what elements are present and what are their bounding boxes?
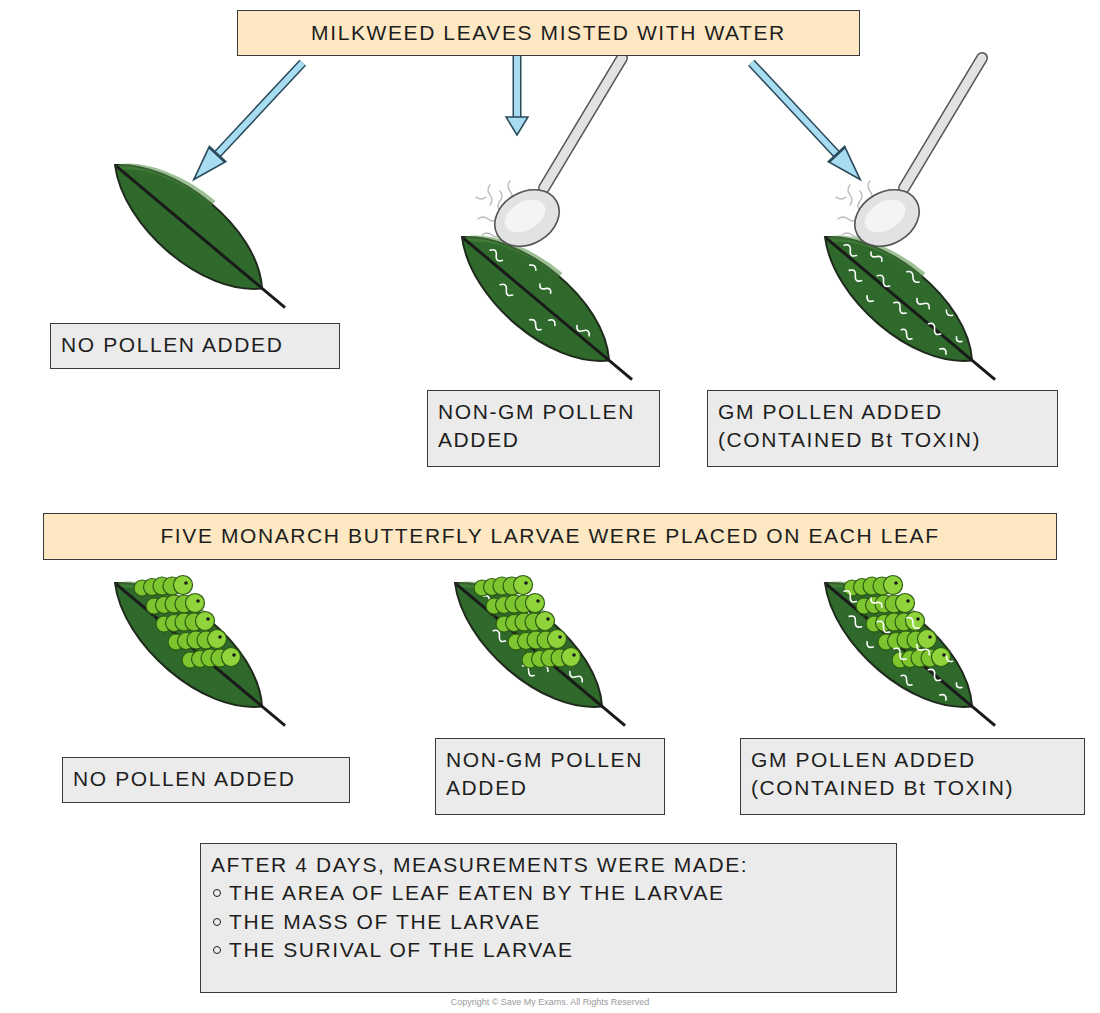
list-item: THE MASS OF THE LARVAE [229, 910, 541, 933]
pollen [471, 238, 602, 358]
condition-box: NO POLLEN ADDED [62, 757, 350, 803]
list-item: THE SURIVAL OF THE LARVAE [229, 938, 574, 961]
box-text: NON-GM POLLEN ADDED [438, 398, 649, 455]
leaf [804, 211, 1017, 404]
pollen [825, 574, 976, 712]
results-box: AFTER 4 DAYS, MEASUREMENTS WERE MADE:THE… [200, 843, 897, 993]
results-heading: AFTER 4 DAYS, MEASUREMENTS WERE MADE: [211, 851, 886, 879]
bullet [213, 946, 221, 954]
list-row: THE AREA OF LEAF EATEN BY THE LARVAE [211, 879, 886, 907]
larvae [474, 576, 581, 672]
box-text: FIVE MONARCH BUTTERFLY LARVAE WERE PLACE… [58, 522, 1042, 550]
larvae [134, 576, 241, 672]
condition-box: GM POLLEN ADDED (CONTAINED Bt TOXIN) [740, 738, 1085, 815]
leaf [441, 211, 654, 404]
box-text: NO POLLEN ADDED [73, 765, 339, 793]
box-text: GM POLLEN ADDED (CONTAINED Bt TOXIN) [751, 746, 1074, 803]
list-row: THE SURIVAL OF THE LARVAE [211, 936, 886, 964]
box-text: GM POLLEN ADDED (CONTAINED Bt TOXIN) [718, 398, 1047, 455]
pollen [825, 228, 976, 366]
box-text: NON-GM POLLEN ADDED [446, 746, 654, 803]
arrow [743, 55, 868, 187]
condition-box: NO POLLEN ADDED [50, 323, 340, 369]
box-text: NO POLLEN ADDED [61, 331, 329, 359]
arrow [506, 51, 528, 135]
spoon [485, 58, 622, 258]
list-item: THE AREA OF LEAF EATEN BY THE LARVAE [229, 881, 725, 904]
larvae [844, 576, 951, 672]
leaf [434, 557, 647, 750]
condition-box: NON-GM POLLEN ADDED [427, 390, 660, 467]
spoon [845, 58, 982, 258]
list-row: THE MASS OF THE LARVAE [211, 908, 886, 936]
leaf [804, 557, 1017, 750]
box-text: MILKWEED LEAVES MISTED WITH WATER [252, 19, 845, 47]
step-band: MILKWEED LEAVES MISTED WITH WATER [237, 10, 860, 56]
bullet [213, 889, 221, 897]
arrow [186, 55, 311, 187]
leaf [94, 557, 307, 750]
bullet [213, 918, 221, 926]
condition-box: NON-GM POLLEN ADDED [435, 738, 665, 815]
step-band: FIVE MONARCH BUTTERFLY LARVAE WERE PLACE… [43, 513, 1057, 560]
leaf [94, 139, 307, 332]
condition-box: GM POLLEN ADDED (CONTAINED Bt TOXIN) [707, 390, 1058, 467]
copyright-note: Copyright © Save My Exams. All Rights Re… [451, 997, 650, 1007]
